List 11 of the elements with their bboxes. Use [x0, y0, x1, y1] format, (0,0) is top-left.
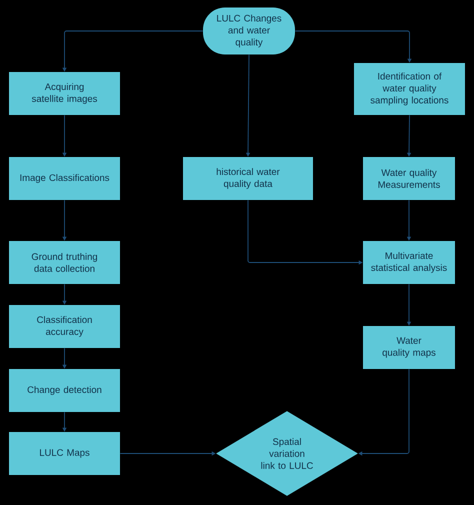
process-box: LULC Maps — [9, 432, 120, 475]
process-box: Acquiring satellite images — [9, 72, 120, 115]
process-box: Water quality Measurements — [363, 157, 455, 200]
process-box: Image Classifications — [9, 157, 120, 200]
process-box: Identification of water quality sampling locations — [354, 63, 465, 115]
process-box: Change detection — [9, 369, 120, 412]
process-box: historical water quality data — [183, 157, 313, 200]
process-box: Multivariate statistical analysis — [363, 241, 455, 284]
process-box: Classification accuracy — [9, 305, 120, 348]
process-box: Water quality maps — [363, 326, 455, 369]
process-box: Ground truthing data collection — [9, 241, 120, 284]
